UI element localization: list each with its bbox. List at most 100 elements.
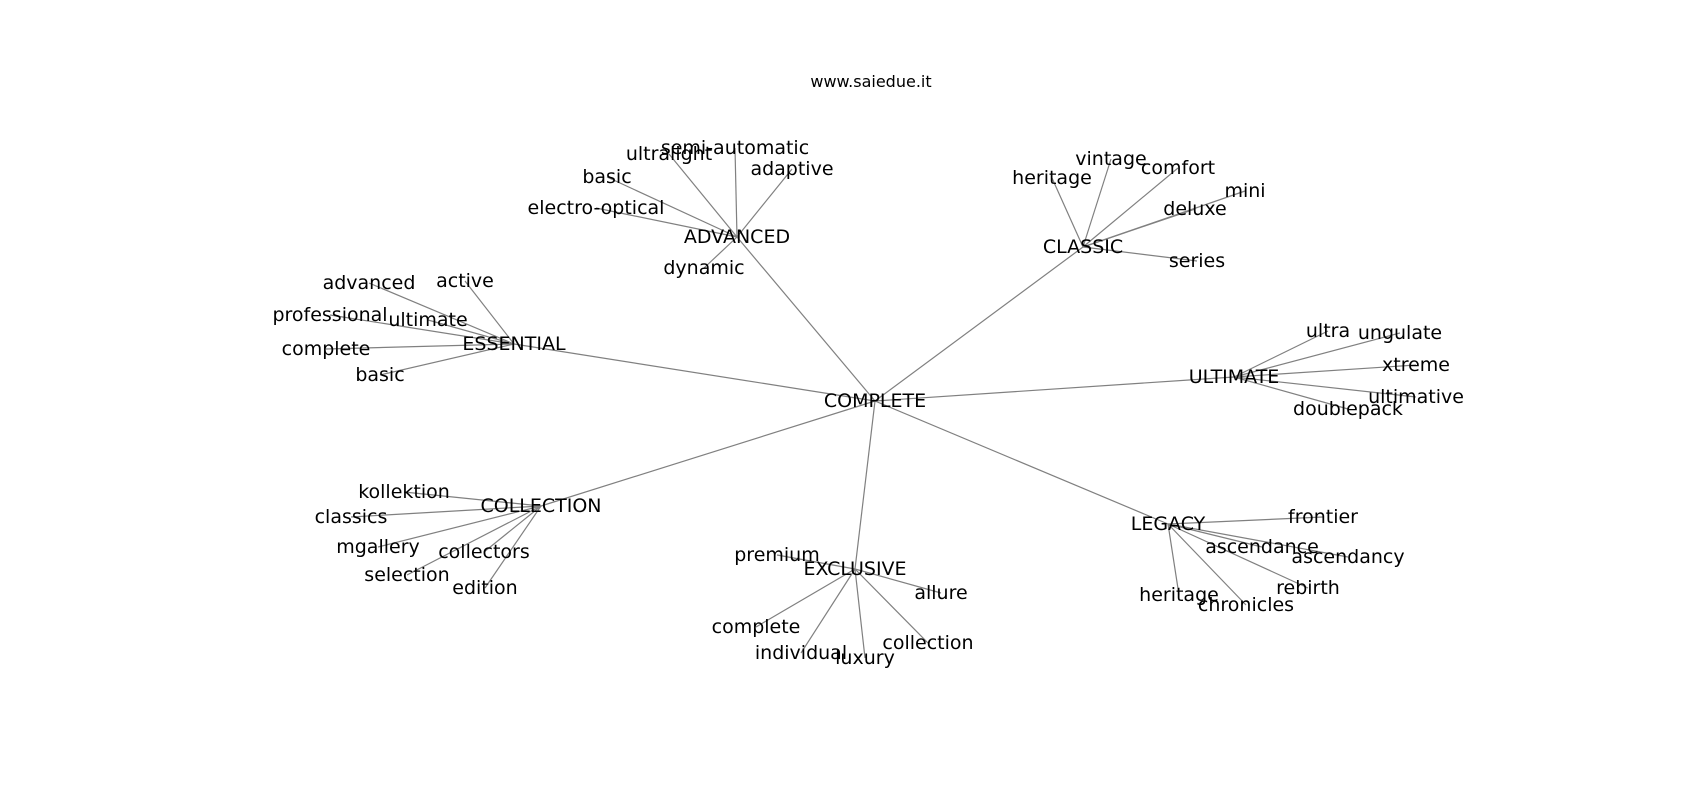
edge-exclusive-collection: [854, 568, 929, 644]
leaf-node-selection: selection: [364, 564, 449, 586]
edge-essential-ultimate: [427, 319, 515, 345]
page-title: www.saiedue.it: [810, 72, 932, 91]
edge-collection-classics: [350, 505, 542, 518]
edge-essential-advanced: [368, 282, 515, 345]
edge-ultimate-ungulate: [1233, 332, 1401, 378]
leaf-node-doublepack: doublepack: [1293, 398, 1403, 420]
leaf-node-chronicles: chronicles: [1198, 594, 1294, 616]
edge-exclusive-luxury: [854, 568, 866, 659]
edge-legacy-rebirth: [1167, 523, 1309, 589]
leaf-node-premium: premium: [734, 544, 819, 566]
leaf-node-collectors: collectors: [438, 541, 530, 563]
edge-essential-professional: [329, 314, 515, 345]
edges-layer: [325, 147, 1417, 659]
leaf-node-deluxe: deluxe: [1163, 198, 1226, 220]
edge-essential-active: [464, 280, 515, 345]
leaf-node-collection: collection: [882, 632, 973, 654]
edge-classic-series: [1082, 246, 1198, 262]
edge-classic-heritage: [1051, 177, 1084, 248]
edge-advanced-semi-automatic: [734, 147, 738, 238]
edge-advanced-ultralight: [668, 153, 738, 238]
edge-center-exclusive: [854, 400, 876, 570]
edge-exclusive-complete: [755, 568, 856, 628]
hub-node-exclusive: EXCLUSIVE: [803, 558, 906, 580]
hub-node-collection: COLLECTION: [480, 495, 601, 517]
edge-legacy-ascendance: [1167, 523, 1263, 548]
edge-essential-complete: [325, 343, 515, 350]
leaf-node-frontier: frontier: [1288, 506, 1358, 528]
edge-ultimate-ultra: [1233, 330, 1329, 378]
leaf-node-ultra: ultra: [1306, 320, 1350, 342]
hub-node-legacy: LEGACY: [1131, 513, 1206, 535]
edge-ultimate-ultimative: [1233, 376, 1417, 398]
leaf-node-professional: professional: [272, 304, 387, 326]
edge-legacy-heritage: [1167, 523, 1180, 596]
edge-collection-mgallery: [377, 505, 542, 548]
hub-node-classic: CLASSIC: [1043, 236, 1123, 258]
edge-advanced-basic: [606, 176, 738, 238]
leaf-node-ascendancy: ascendancy: [1291, 546, 1404, 568]
leaf-node-mgallery: mgallery: [336, 536, 420, 558]
leaf-node-comfort: comfort: [1141, 157, 1215, 179]
edge-collection-collectors: [483, 505, 542, 553]
leaf-node-luxury: luxury: [835, 647, 895, 669]
edge-center-classic: [874, 246, 1084, 402]
leaf-node-ascendance: ascendance: [1205, 536, 1319, 558]
edge-center-collection: [540, 400, 876, 507]
edge-ultimate-xtreme: [1233, 364, 1417, 378]
edge-collection-edition: [484, 505, 542, 589]
edge-center-ultimate: [874, 376, 1235, 402]
edge-exclusive-premium: [776, 554, 856, 570]
edge-legacy-frontier: [1167, 516, 1324, 525]
edge-collection-kollektion: [403, 491, 542, 507]
edge-collection-selection: [406, 505, 542, 576]
edge-advanced-adaptive: [736, 168, 793, 238]
leaf-node-active: active: [436, 270, 494, 292]
hub-node-advanced: ADVANCED: [684, 226, 790, 248]
leaf-node-complete: complete: [282, 338, 371, 360]
edge-advanced-electro-optical: [595, 207, 738, 238]
edge-ultimate-doublepack: [1233, 376, 1349, 410]
leaf-node-electro-optical: electro-optical: [528, 197, 665, 219]
leaf-node-ultimate: ultimate: [388, 309, 467, 331]
leaf-node-ultimative: ultimative: [1368, 386, 1464, 408]
leaf-node-ungulate: ungulate: [1358, 322, 1442, 344]
leaf-node-dynamic: dynamic: [663, 257, 744, 279]
edge-advanced-dynamic: [703, 236, 738, 269]
leaf-node-mini: mini: [1224, 180, 1265, 202]
edge-center-essential: [513, 343, 876, 402]
leaf-node-kollektion: kollektion: [358, 481, 450, 503]
edge-legacy-ascendancy: [1167, 523, 1349, 558]
edge-classic-deluxe: [1082, 208, 1196, 248]
edge-exclusive-individual: [800, 568, 856, 654]
leaf-node-adaptive: adaptive: [750, 158, 833, 180]
leaf-node-advanced: advanced: [323, 272, 416, 294]
hub-node-essential: ESSENTIAL: [462, 333, 566, 355]
leaf-node-basic: basic: [582, 166, 631, 188]
hub-node-ultimate: ULTIMATE: [1189, 366, 1280, 388]
edge-essential-basic: [379, 343, 515, 376]
leaf-node-semi-automatic: semi-automatic: [661, 137, 809, 159]
leaf-node-heritage: heritage: [1139, 584, 1219, 606]
center-node: COMPLETE: [824, 390, 926, 412]
leaf-node-heritage: heritage: [1012, 167, 1092, 189]
leaf-node-vintage: vintage: [1075, 148, 1146, 170]
leaf-node-ultralight: ultralight: [626, 143, 712, 165]
leaf-node-individual: individual: [755, 642, 847, 664]
leaf-node-complete: complete: [712, 616, 801, 638]
edge-exclusive-allure: [854, 568, 942, 594]
leaf-node-basic: basic: [355, 364, 404, 386]
edge-center-advanced: [736, 236, 876, 402]
edge-legacy-chronicles: [1167, 523, 1247, 606]
edge-center-legacy: [874, 400, 1169, 525]
leaf-node-rebirth: rebirth: [1276, 577, 1340, 599]
edge-classic-comfort: [1082, 167, 1179, 248]
leaf-node-edition: edition: [452, 577, 517, 599]
leaf-node-series: series: [1169, 250, 1225, 272]
leaf-node-xtreme: xtreme: [1382, 354, 1450, 376]
leaf-node-classics: classics: [315, 506, 388, 528]
edge-classic-vintage: [1082, 158, 1112, 248]
leaf-node-allure: allure: [914, 582, 967, 604]
